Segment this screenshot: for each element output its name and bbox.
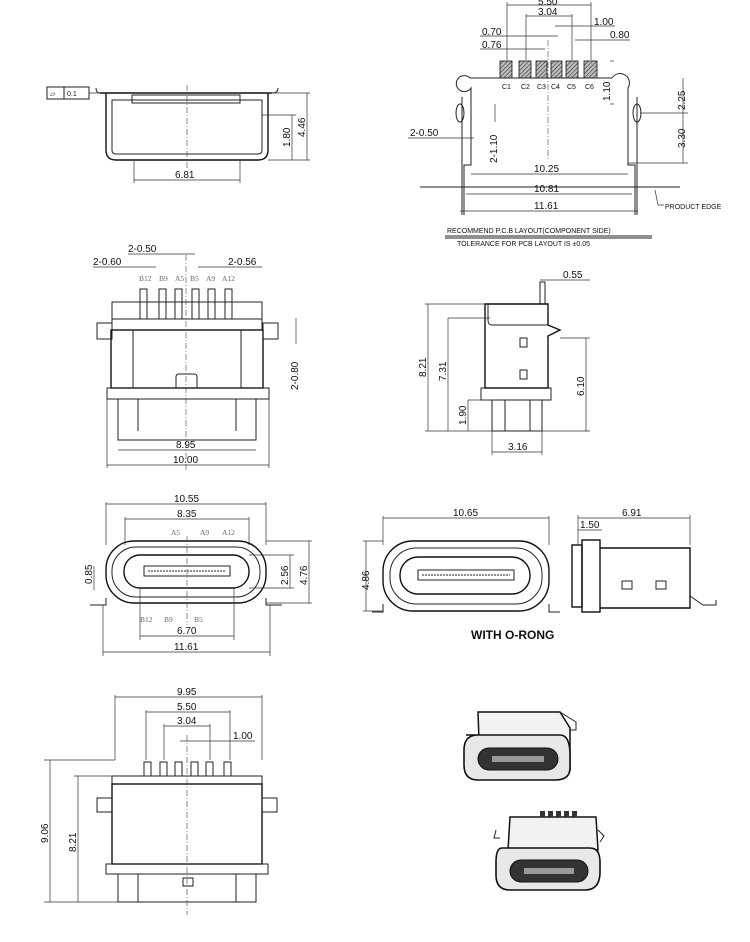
dim-0-55: 0.55 [563,270,583,281]
dim-4-76: 4.76 [299,565,310,585]
dim-pitch-a: 2-0.50 [128,244,157,255]
dim-8-21: 8.21 [68,832,79,852]
dim-1-80: 1.80 [282,127,293,147]
pcb-note-tolerance: TOLERANCE FOR PCB LAYOUT IS ±0.05 [457,241,590,248]
dim-1-50: 1.50 [580,520,600,531]
dim-5-50: 5.50 [538,0,558,8]
dim-9-95: 9.95 [177,687,197,698]
dim-3-04: 3.04 [538,7,558,18]
dim-7-31: 7.31 [438,361,449,381]
dim-1-00: 1.00 [233,731,253,742]
top-view: ▱ 0.1 6.81 1.80 4.46 [46,85,310,183]
pad-c5 [565,60,579,79]
dim-6-10: 6.10 [576,376,587,396]
dim-8-95: 8.95 [176,440,196,451]
dim-1-10: 1.10 [602,81,613,101]
dim-1-90: 1.90 [458,405,469,425]
dim-pitch-b: 2-0.60 [93,257,122,268]
pin-label: A5 [171,528,180,537]
dim-2-56: 2.56 [280,565,291,585]
dim-hole-height: 2-1.10 [489,134,500,163]
pin-label: B5 [190,274,199,283]
pin-label: A12 [222,528,235,537]
dim-8-21: 8.21 [418,357,429,377]
dim-8-35: 8.35 [177,509,197,520]
pad-label: C2 [521,84,530,91]
pcb-layout: 5.50 3.04 1.00 0.70 0.80 0.76 C1 C2 C3 C… [408,0,722,248]
bottom-view: 9.95 5.50 3.04 1.00 9.06 8.21 [40,687,278,915]
dim-6-91: 6.91 [622,508,642,519]
dim-0-76: 0.76 [482,40,502,51]
side-view: 0.55 8.21 7.31 6.10 1.90 3.16 [418,270,590,455]
dim-5-50: 5.50 [177,702,197,713]
dim-2-25: 2.25 [677,90,688,110]
dim-0-70: 0.70 [482,27,502,38]
pin-label: A5 [175,274,184,283]
pad-c2 [518,60,532,79]
dim-1-00: 1.00 [594,17,614,28]
pin-label: B5 [194,615,203,624]
pad-label: C4 [551,84,560,91]
pin-label: B12 [139,274,152,283]
pad-label: C5 [567,84,576,91]
front-view: 2-0.50 2-0.60 2-0.56 B12 B9 A5 B5 A9 A12… [93,244,301,470]
dim-tab: 2-0.80 [290,361,301,390]
dim-3-30: 3.30 [677,128,688,148]
dim-3-16: 3.16 [508,442,528,453]
pin-label: A9 [206,274,215,283]
pad-label: C1 [502,84,511,91]
dim-10-65: 10.65 [453,508,478,519]
dim-3-04: 3.04 [177,716,197,727]
flatness-symbol: ▱ [50,91,56,98]
dim-4-46: 4.46 [297,117,308,137]
pad-c3 [535,60,548,79]
pin-label: B9 [159,274,168,283]
dim-pitch-c: 2-0.56 [228,257,257,268]
pin-label: B9 [164,615,173,624]
dim-10-81: 10.81 [534,184,559,195]
dim-10-00: 10.00 [173,455,198,466]
oring-view: 10.65 4.86 WITH O-RONG [361,508,560,642]
pad-c1 [499,60,513,79]
dim-width: 6.81 [175,170,195,181]
pin-label: A9 [200,528,209,537]
pin-label: A12 [222,274,235,283]
dim-11-61: 11.61 [534,201,559,212]
pad-label: C6 [585,84,594,91]
dim-0-85: 0.85 [84,564,95,584]
dim-4-86: 4.86 [361,570,372,590]
pad-c4 [550,60,563,79]
dim-6-70: 6.70 [177,626,197,637]
pin-label: B12 [140,615,153,624]
connector-render-front [463,711,577,781]
port-view: 10.55 8.35 A5 A9 A12 0.85 2.56 4.76 B12 … [84,494,312,656]
pad-label: C3 [537,84,546,91]
connector-render-angled [493,811,605,891]
product-edge-label: PRODUCT EDGE [665,204,722,211]
dim-10-55: 10.55 [174,494,199,505]
pcb-note-title: RECOMMEND P.C.B LAYOUT(COMPONENT SIDE) [447,228,611,235]
oring-caption: WITH O-RONG [471,628,554,642]
flatness-value: 0.1 [67,91,77,98]
dim-9-06: 9.06 [40,823,51,843]
dim-10-25: 10.25 [534,164,559,175]
oring-side-view: 6.91 1.50 [571,508,717,613]
pad-c6 [583,60,598,79]
dim-11-61: 11.61 [174,642,199,653]
dim-hole-width: 2-0.50 [410,128,439,139]
dim-0-80: 0.80 [610,30,630,41]
